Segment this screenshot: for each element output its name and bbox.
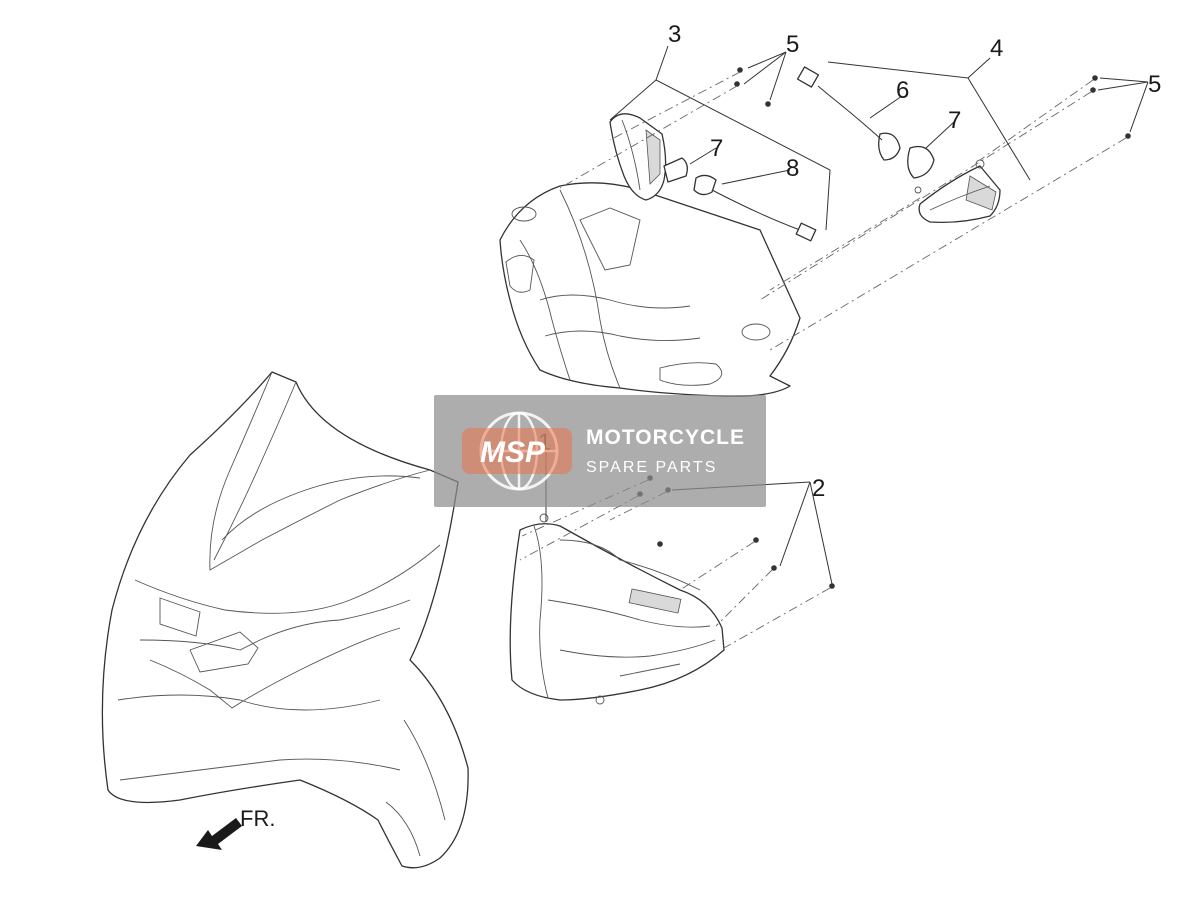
callout-5-left: 5: [786, 31, 799, 58]
watermark-box: [434, 395, 766, 507]
right-turn-indicator: [914, 159, 1001, 224]
callout-7-right: 7: [948, 107, 961, 134]
headlight-assembly: [509, 513, 725, 705]
front-arrow-icon: [196, 818, 242, 850]
front-direction-label: FR.: [240, 806, 275, 831]
callout-7-left: 7: [710, 135, 723, 162]
bulb-right: [907, 145, 935, 179]
front-direction-indicator: FR.: [196, 806, 275, 850]
handlebar-cover: [499, 182, 801, 397]
front-shield: [101, 371, 469, 869]
callout-6: 6: [896, 77, 909, 104]
watermark-logo-badge: [462, 428, 572, 474]
watermark-logo-text: MSP: [480, 436, 546, 469]
watermark-line2: SPARE PARTS: [586, 459, 717, 476]
watermark: MSP MOTORCYCLE SPARE PARTS: [434, 395, 766, 507]
callout-2: 2: [812, 475, 825, 502]
callout-4: 4: [990, 35, 1003, 62]
callout-5-right: 5: [1148, 71, 1161, 98]
watermark-line1: MOTORCYCLE: [586, 426, 745, 449]
callout-3: 3: [668, 21, 681, 48]
socket-cable-left: [693, 174, 817, 242]
socket-cable-right: [796, 66, 901, 161]
callout-8: 8: [786, 155, 799, 182]
bulb-left: [663, 157, 688, 183]
